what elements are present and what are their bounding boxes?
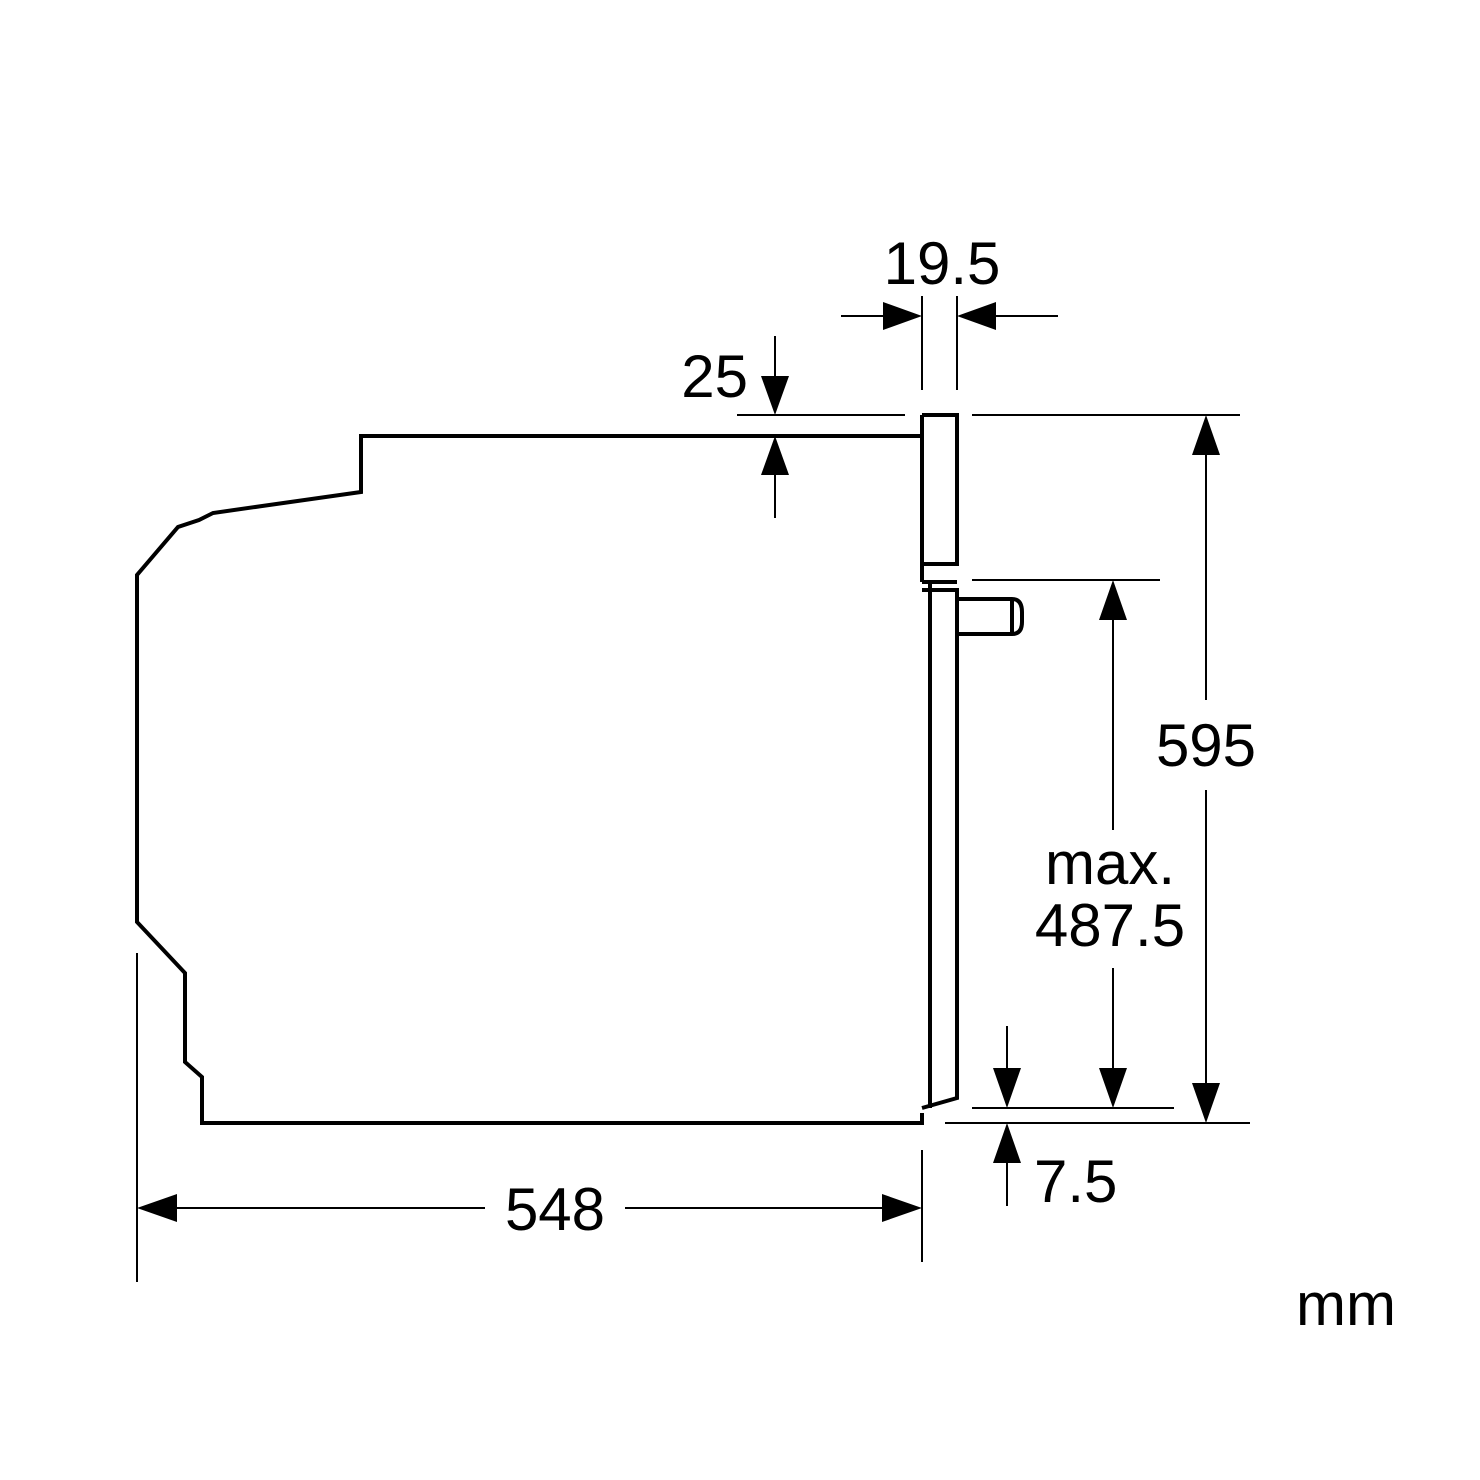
top-clearance-arrow-up bbox=[761, 436, 789, 475]
top-clearance-arrow-down bbox=[761, 376, 789, 415]
oven-body-outline bbox=[135, 434, 924, 1125]
depth-arrow-right bbox=[882, 1194, 922, 1222]
bottom-offset-arrow-up bbox=[993, 1123, 1021, 1163]
depth-arrow-left bbox=[137, 1194, 177, 1222]
max-height-label: 487.5 bbox=[1035, 892, 1185, 959]
depth-label: 548 bbox=[505, 1176, 605, 1243]
door-upper-panel bbox=[920, 413, 959, 582]
total-height-arrow-top bbox=[1192, 415, 1220, 455]
bottom-offset-label: 7.5 bbox=[1034, 1148, 1117, 1215]
max-height-prefix: max. bbox=[1045, 830, 1175, 897]
door-thickness-label: 19.5 bbox=[884, 230, 1001, 297]
door-lower-panel bbox=[921, 588, 959, 1110]
door-thickness-arrow-left bbox=[883, 302, 922, 330]
total-height-arrow-bottom bbox=[1192, 1083, 1220, 1123]
total-height-label: 595 bbox=[1156, 712, 1256, 779]
max-height-arrow-bottom bbox=[1099, 1068, 1127, 1108]
door-handle bbox=[957, 597, 1024, 636]
max-height-arrow-top bbox=[1099, 580, 1127, 620]
unit-label: mm bbox=[1296, 1271, 1396, 1338]
top-clearance-label: 25 bbox=[681, 343, 748, 410]
door-thickness-arrow-right bbox=[957, 302, 996, 330]
bottom-offset-arrow-down bbox=[993, 1068, 1021, 1108]
